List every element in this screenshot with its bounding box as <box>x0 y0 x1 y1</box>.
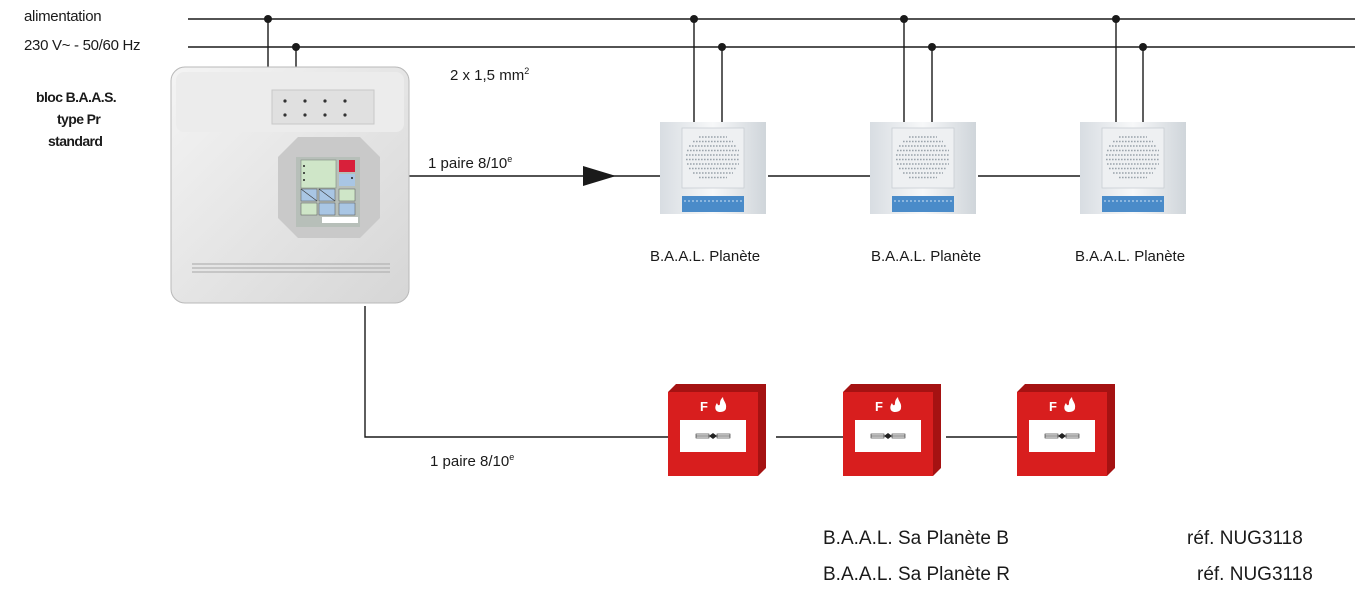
pair-label-upper: 1 paire 8/10e <box>428 154 513 172</box>
junction-dots <box>264 15 1147 51</box>
legend-ref-2: réf. NUG3118 <box>1197 564 1313 585</box>
legend-ref-1: réf. NUG3118 <box>1187 528 1303 549</box>
unit-label-line1: bloc B.A.A.S. <box>36 89 117 105</box>
baal-label-3: B.A.A.L. Planète <box>1075 248 1186 265</box>
supply-lines <box>188 18 1355 122</box>
manual-call-point-icon: F <box>668 384 766 476</box>
manual-call-point-icon: F <box>843 384 941 476</box>
baal-planete-sounder <box>660 122 766 214</box>
baal-planete-sounder <box>1080 122 1186 214</box>
call-point-letter: F <box>1049 399 1057 414</box>
baal-label-1: B.A.A.L. Planète <box>650 248 761 265</box>
supply-label-line1: alimentation <box>24 8 102 25</box>
unit-label-line2: type Pr <box>57 111 101 127</box>
pair-label-lower: 1 paire 8/10e <box>430 452 515 470</box>
call-point-letter: F <box>875 399 883 414</box>
legend-name-1: B.A.A.L. Sa Planète B <box>823 528 1009 549</box>
baal-planete-sounder <box>870 122 976 214</box>
central-unit-bloc-baas <box>170 66 410 304</box>
supply-label-line2: 230 V~ - 50/60 Hz <box>24 37 141 54</box>
call-point-letter: F <box>700 399 708 414</box>
legend-name-2: B.A.A.L. Sa Planète R <box>823 564 1010 585</box>
baal-label-2: B.A.A.L. Planète <box>871 248 982 265</box>
flame-icon <box>715 397 727 412</box>
unit-label-line3: standard <box>48 133 103 149</box>
link-lines <box>364 175 1080 438</box>
flame-icon <box>1064 397 1076 412</box>
signal-arrow <box>583 166 616 186</box>
cable-label: 2 x 1,5 mm2 <box>450 66 530 84</box>
flame-icon <box>890 397 902 412</box>
manual-call-point-icon: F <box>1017 384 1115 476</box>
